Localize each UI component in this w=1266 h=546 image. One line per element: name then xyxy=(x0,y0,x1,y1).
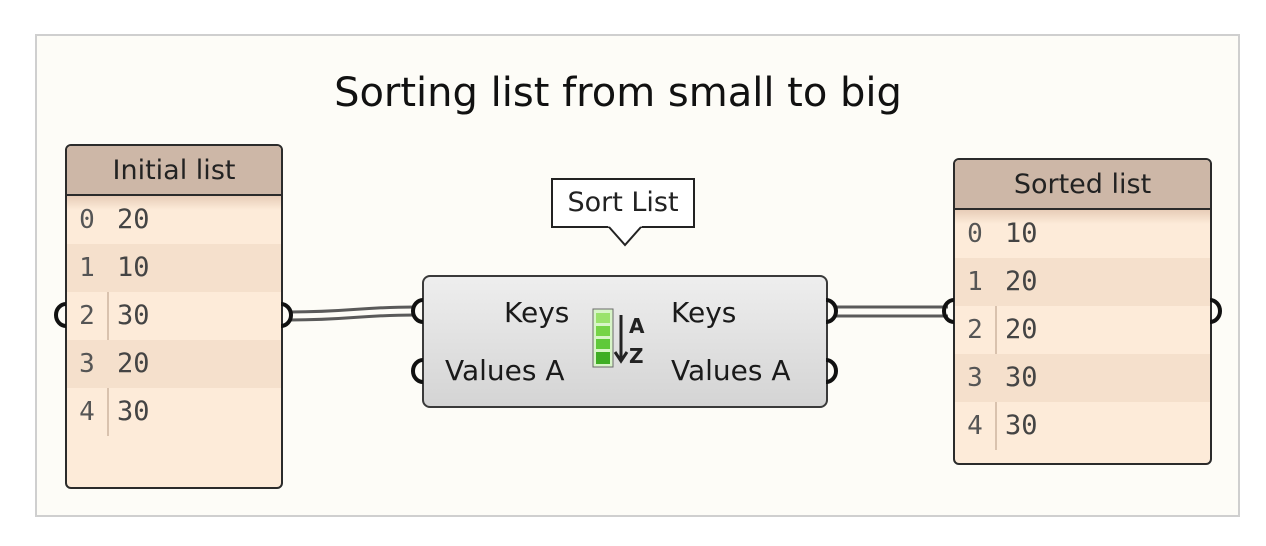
row-value: 30 xyxy=(1005,410,1038,441)
row-value: 30 xyxy=(117,300,150,331)
row-index: 2 xyxy=(967,315,983,345)
icon-letter-z: Z xyxy=(629,344,644,368)
index-divider xyxy=(995,210,997,450)
diagram-title: Sorting list from small to big xyxy=(334,70,902,116)
wire-keys-to-sorted xyxy=(834,305,948,318)
list-item: 4 30 xyxy=(955,402,1210,450)
initial-list-header: Initial list xyxy=(67,146,281,196)
sorted-list-body: 0 10 1 20 2 20 3 30 4 30 xyxy=(955,210,1210,450)
sorted-output-grip[interactable] xyxy=(1206,296,1226,326)
row-index: 4 xyxy=(967,411,983,441)
row-index: 2 xyxy=(79,301,95,331)
sorted-list-header: Sorted list xyxy=(955,160,1210,210)
row-value: 10 xyxy=(1005,218,1038,249)
component-tooltip: Sort List xyxy=(551,178,695,228)
list-item: 0 10 xyxy=(955,210,1210,258)
values-input-grip[interactable] xyxy=(409,356,429,386)
list-item: 1 20 xyxy=(955,258,1210,306)
row-value: 30 xyxy=(117,396,150,427)
sorted-list-panel[interactable]: Sorted list 0 10 1 20 2 20 3 30 4 30 xyxy=(953,158,1212,465)
keys-output-grip[interactable] xyxy=(822,296,842,326)
list-item: 4 30 xyxy=(67,388,281,436)
row-value: 20 xyxy=(1005,314,1038,345)
output-port-keys-label: Keys xyxy=(671,296,737,329)
list-item: 2 20 xyxy=(955,306,1210,354)
icon-letter-a: A xyxy=(629,314,645,338)
initial-input-grip[interactable] xyxy=(52,300,72,330)
initial-output-grip[interactable] xyxy=(277,300,297,330)
wire-initial-to-keys xyxy=(289,305,416,322)
list-item: 0 20 xyxy=(67,196,281,244)
sort-list-component[interactable] xyxy=(422,275,828,408)
list-item: 1 10 xyxy=(67,244,281,292)
initial-list-body: 0 20 1 10 2 30 3 20 4 30 xyxy=(67,196,281,436)
input-port-keys-label: Keys xyxy=(504,296,570,329)
row-value: 10 xyxy=(117,252,150,283)
values-output-grip[interactable] xyxy=(822,356,842,386)
row-index: 1 xyxy=(79,253,95,283)
tooltip-tail xyxy=(608,226,642,247)
row-index: 0 xyxy=(79,205,95,235)
sort-a-z-icon: A Z xyxy=(592,308,645,368)
sorted-input-grip[interactable] xyxy=(940,296,960,326)
row-value: 20 xyxy=(117,204,150,235)
row-value: 20 xyxy=(117,348,150,379)
list-item: 3 30 xyxy=(955,354,1210,402)
row-index: 3 xyxy=(967,363,983,393)
list-item: 3 20 xyxy=(67,340,281,388)
keys-input-grip[interactable] xyxy=(409,296,429,326)
input-port-values-label: Values A xyxy=(445,354,565,387)
output-port-values-label: Values A xyxy=(671,354,791,387)
row-value: 20 xyxy=(1005,266,1038,297)
row-index: 4 xyxy=(79,397,95,427)
row-index: 1 xyxy=(967,267,983,297)
list-item: 2 30 xyxy=(67,292,281,340)
row-index: 3 xyxy=(79,349,95,379)
index-divider xyxy=(107,196,109,436)
initial-list-panel[interactable]: Initial list 0 20 1 10 2 30 3 20 4 30 xyxy=(65,144,283,489)
row-value: 30 xyxy=(1005,362,1038,393)
row-index: 0 xyxy=(967,219,983,249)
